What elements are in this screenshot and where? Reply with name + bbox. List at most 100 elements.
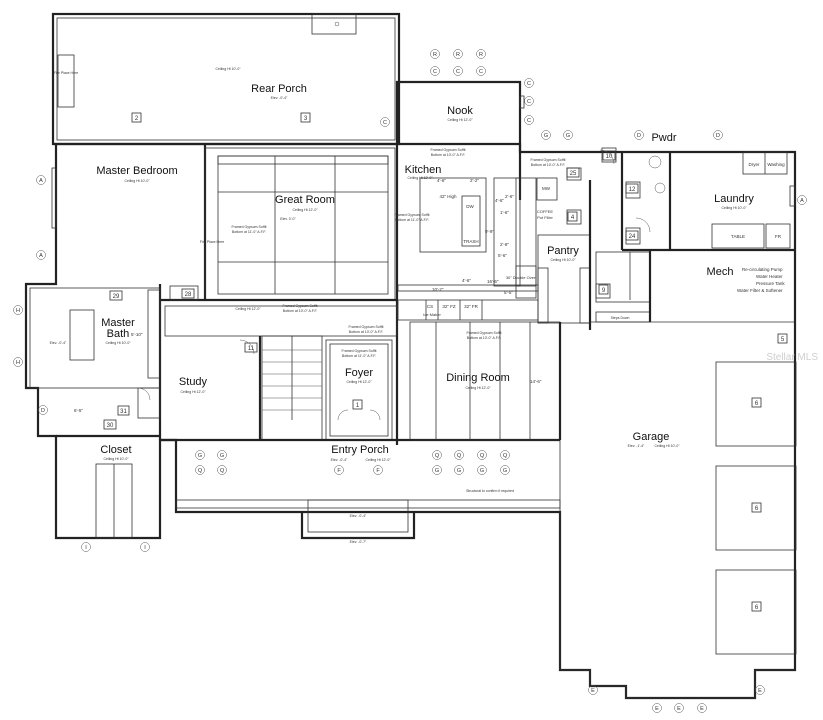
- svg-text:G: G: [566, 133, 570, 139]
- svg-text:I: I: [144, 545, 146, 551]
- entry-porch-elev: Elev. -0'-4": [331, 458, 348, 462]
- great-room-ceiling: Ceiling Ht 12'-0": [292, 208, 318, 212]
- study-label: Study: [179, 376, 208, 388]
- structural-note: Structural to confirm if required: [466, 489, 514, 493]
- rear-porch-outline: [51, 12, 401, 146]
- svg-text:I: I: [85, 545, 87, 551]
- hall-ceiling: Ceiling Ht 12'-0": [235, 307, 261, 311]
- svg-text:E: E: [591, 688, 595, 694]
- soffit-kitchen-1: Framed Gypsum Soffit: [531, 158, 566, 162]
- svg-text:11: 11: [248, 346, 255, 352]
- dimension: 5'-10": [131, 332, 143, 337]
- rear-porch-label: Rear Porch: [251, 83, 307, 95]
- dw-note: DW: [466, 204, 474, 209]
- pantry-ceiling: Ceiling Ht 10'-0": [550, 258, 576, 262]
- closet-label: Closet: [100, 444, 131, 456]
- pantry-label: Pantry: [547, 245, 579, 257]
- dimension: 9'-9": [485, 229, 494, 234]
- tag-24: 24: [625, 230, 639, 241]
- kitchen-ceiling: Ceiling Ht 12'-0": [407, 176, 433, 180]
- rear-porch-elev: Elev. -0'-4": [271, 96, 288, 100]
- dining-room-label: Dining Room: [446, 372, 510, 384]
- svg-text:9: 9: [602, 288, 606, 294]
- svg-text:10: 10: [606, 154, 613, 160]
- tag-3: 3: [300, 112, 311, 123]
- mech-equipment-2: Water Heater: [756, 274, 783, 279]
- tag-12: 12: [625, 183, 639, 194]
- rear-porch-ceiling: Ceiling Ht 10'-0": [215, 67, 241, 71]
- svg-text:C: C: [479, 69, 483, 75]
- soffit-hall-1: Framed Gypsum Soffit: [283, 304, 318, 308]
- steps-down-note: Steps Down: [611, 316, 630, 320]
- svg-text:D: D: [41, 408, 45, 414]
- master-bath-outline: [29, 287, 161, 389]
- svg-text:A: A: [800, 198, 804, 204]
- svg-text:C: C: [433, 69, 437, 75]
- pwdr-label: Pwdr: [651, 132, 676, 144]
- master-bath-elev: Elev. -0'-4": [50, 341, 67, 345]
- soffit-great-1: Framed Gypsum Soffit: [232, 225, 267, 229]
- tag-6-a: 6: [751, 397, 762, 408]
- dimension: 2'-8": [500, 242, 509, 247]
- svg-text:H: H: [16, 308, 20, 314]
- svg-text:E: E: [677, 706, 681, 712]
- mech-equipment-3: Pressure Tank: [756, 281, 785, 286]
- dryer-note: Dryer: [749, 162, 761, 167]
- soffit-foyer-1: Framed Gypsum Soffit: [342, 349, 377, 353]
- dimension: 4'-6": [437, 178, 446, 183]
- svg-text:Q: Q: [198, 468, 203, 474]
- svg-text:E: E: [758, 688, 762, 694]
- nook-outline: [395, 80, 522, 144]
- svg-text:31: 31: [120, 409, 127, 415]
- soffit-foyer-2: Bottom at 11'-0" A.F.F.: [342, 354, 376, 358]
- svg-text:4: 4: [571, 215, 575, 221]
- mw-note: MW: [542, 186, 551, 191]
- high-42-note: 42" High: [439, 194, 457, 199]
- master-bath-label-1: Master: [101, 317, 135, 329]
- tag-29: 29: [109, 290, 123, 301]
- master-bedroom-ceiling: Ceiling Ht 10'-0": [124, 179, 150, 183]
- watermark: Stellar MLS: [766, 352, 818, 363]
- soffit-great-right-2: Bottom at 11'-0" A.F.F.: [395, 218, 429, 222]
- tag-11: 11: [244, 342, 258, 353]
- soffit-kitchen-top-1: Framed Gypsum Soffit: [431, 148, 466, 152]
- svg-text:6: 6: [755, 506, 759, 512]
- fr-note: 32" FR: [464, 304, 479, 309]
- soffit-dining-1: Framed Gypsum Soffit: [467, 331, 502, 335]
- svg-text:R: R: [456, 52, 460, 58]
- svg-text:D: D: [637, 133, 641, 139]
- fr-laundry-note: FR: [775, 234, 782, 239]
- dimension: 5'-6": [498, 253, 507, 258]
- svg-text:G: G: [544, 133, 548, 139]
- dimension: 4'-6": [462, 278, 471, 283]
- entry-porch-ceiling: Ceiling Ht 12'-0": [365, 458, 391, 462]
- trash-note: TRASH: [463, 239, 478, 244]
- soffit-great-right-1: Framed Gypsum Soffit: [395, 213, 430, 217]
- mech-equipment-4: Water Filter & Softener: [737, 288, 783, 293]
- svg-text:30: 30: [107, 423, 114, 429]
- entry-porch-label: Entry Porch: [331, 444, 388, 456]
- pot-filler-note: Pot Filler: [537, 215, 553, 220]
- svg-text:29: 29: [113, 294, 120, 300]
- washing-note: Washing: [767, 162, 785, 167]
- great-room-outline: [204, 147, 396, 301]
- dimension: 1'-6": [500, 210, 509, 215]
- svg-text:G: G: [480, 468, 484, 474]
- svg-text:5: 5: [781, 337, 785, 343]
- fz-note: 32" FZ: [442, 304, 456, 309]
- svg-text:E: E: [700, 706, 704, 712]
- svg-text:F: F: [337, 468, 341, 474]
- svg-text:28: 28: [185, 292, 192, 298]
- svg-text:A: A: [39, 178, 43, 184]
- svg-text:1: 1: [356, 403, 360, 409]
- svg-text:25: 25: [570, 171, 577, 177]
- tag-9: 9: [598, 284, 609, 295]
- marker-group: R R R C C C C C C C G G D D A A A H H D …: [13, 49, 807, 713]
- svg-text:C: C: [527, 99, 531, 105]
- svg-text:C: C: [456, 69, 460, 75]
- kitchen-label: Kitchen: [405, 164, 442, 176]
- svg-text:Q: Q: [220, 468, 225, 474]
- ice-maker-note: Ice Maker: [423, 312, 441, 317]
- svg-text:E: E: [655, 706, 659, 712]
